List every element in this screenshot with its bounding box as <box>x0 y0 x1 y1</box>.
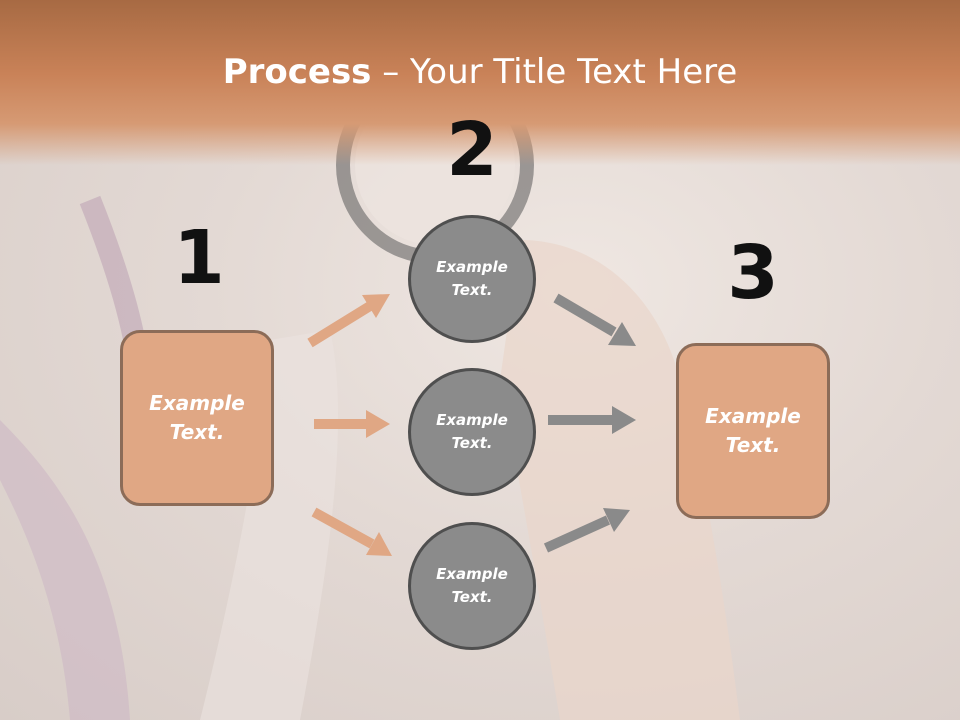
slide-title: Process – Your Title Text Here <box>0 52 960 92</box>
arrow-line-right-down <box>543 515 611 553</box>
arrow-head-right-mid <box>612 406 636 434</box>
arrow-line-right-up <box>553 293 617 337</box>
arrow-line-left-down <box>311 507 375 549</box>
title-band <box>0 0 960 165</box>
right-box-text: Example Text. <box>705 404 801 457</box>
circle-bottom-text: Example Text. <box>436 565 508 606</box>
arrow-head-right-down <box>603 508 630 532</box>
circle-bottom: Example Text. <box>408 522 536 650</box>
step-number-1: 1 <box>173 215 225 301</box>
circle-top-text: Example Text. <box>436 258 508 299</box>
title-rest: – Your Title Text Here <box>371 52 738 92</box>
arrow-head-left-mid <box>366 410 390 438</box>
title-bold: Process <box>222 52 372 92</box>
arrow-head-left-down <box>366 532 392 556</box>
step-number-2: 2 <box>446 107 498 193</box>
left-box: Example Text. <box>120 330 274 506</box>
right-box: Example Text. <box>676 343 830 519</box>
circle-top: Example Text. <box>408 215 536 343</box>
circle-middle: Example Text. <box>408 368 536 496</box>
circle-middle-text: Example Text. <box>436 411 508 452</box>
arrow-head-left-up <box>362 294 390 318</box>
step-number-3: 3 <box>727 230 779 316</box>
arrow-line-left-up <box>307 301 373 348</box>
left-box-text: Example Text. <box>149 391 245 444</box>
arrow-head-right-up <box>608 322 636 346</box>
